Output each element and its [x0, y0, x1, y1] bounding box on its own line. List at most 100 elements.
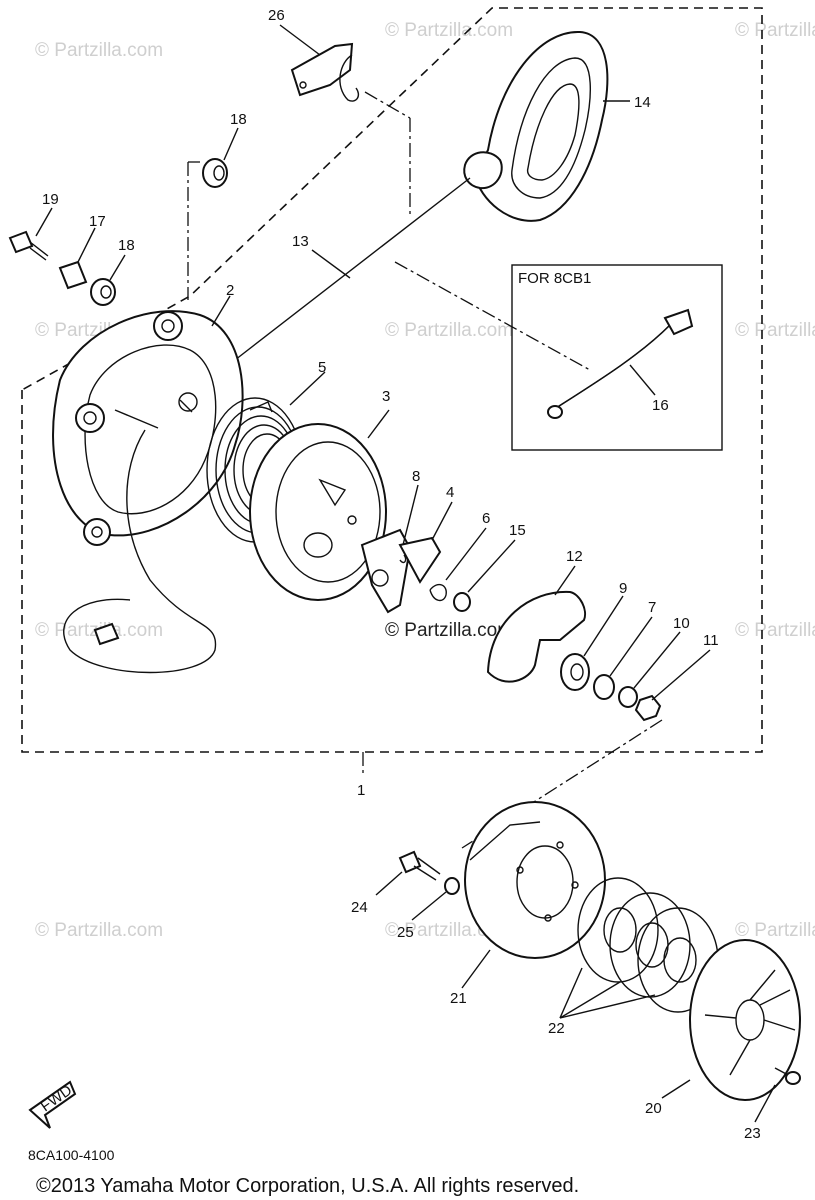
callout-leader	[554, 565, 576, 596]
callout-leader	[35, 207, 53, 237]
assembly-boundary	[21, 7, 763, 753]
drive-plate-part	[486, 590, 586, 683]
pawl-part	[360, 528, 412, 614]
washer-part	[453, 592, 471, 612]
spring-part	[429, 583, 447, 602]
nut-part	[634, 694, 662, 722]
callout-leader	[402, 484, 419, 546]
starter-handle-part	[463, 30, 609, 222]
wire-connector	[93, 622, 120, 646]
callout-leader	[633, 631, 681, 689]
friction-plate-part	[398, 536, 442, 584]
variant-inset-label: FOR 8CB1	[518, 270, 591, 287]
callout-leader	[559, 981, 621, 1019]
callout-6: 6	[482, 510, 490, 527]
callout-leader	[445, 527, 487, 581]
fwd-arrow-icon: FWD	[28, 1080, 77, 1129]
callout-leader	[651, 649, 711, 701]
callout-leader	[661, 1079, 691, 1099]
watermark-text: © Partzilla.com	[35, 920, 163, 941]
callout-20: 20	[645, 1100, 662, 1117]
callout-leader	[609, 616, 653, 677]
watermark-text-center: © Partzilla.com	[385, 620, 513, 641]
starter-case-part	[52, 310, 244, 546]
callout-leader	[754, 1084, 776, 1123]
callout-leader	[279, 24, 321, 56]
callout-leader	[461, 719, 663, 849]
callout-leader	[311, 249, 351, 279]
callout-4: 4	[446, 484, 454, 501]
callout-3: 3	[382, 388, 390, 405]
callout-leader	[629, 364, 656, 396]
callout-2: 2	[226, 282, 234, 299]
callout-leader	[461, 949, 491, 989]
sheave-drum-part	[249, 423, 387, 601]
callout-8: 8	[412, 468, 420, 485]
variant-inset-box	[511, 264, 723, 451]
bolt-part	[398, 850, 441, 881]
copyright-notice: ©2013 Yamaha Motor Corporation, U.S.A. A…	[36, 1175, 579, 1197]
callout-18: 18	[118, 237, 135, 254]
callout-leader	[364, 91, 411, 119]
watermark-text: © Partzilla.com	[385, 20, 513, 41]
callout-13: 13	[292, 233, 309, 250]
washer-part	[593, 674, 615, 700]
callout-25: 25	[397, 924, 414, 941]
bolt-part	[8, 230, 49, 261]
callout-21: 21	[450, 990, 467, 1007]
wire-loop	[63, 429, 217, 674]
starter-rope-part	[234, 177, 471, 361]
damper-part	[577, 877, 719, 1013]
callout-leader	[583, 595, 624, 657]
washer-part	[444, 877, 460, 895]
callout-10: 10	[673, 615, 690, 632]
screw-part	[774, 1067, 801, 1085]
callout-leader	[559, 967, 583, 1019]
callout-1: 1	[357, 782, 365, 799]
callout-14: 14	[634, 94, 651, 111]
callout-leader	[394, 261, 591, 371]
callout-26: 26	[268, 7, 285, 24]
callout-24: 24	[351, 899, 368, 916]
collar-part	[202, 158, 228, 188]
callout-12: 12	[566, 548, 583, 565]
callout-leader	[109, 254, 126, 281]
collar-part	[90, 278, 116, 306]
callout-23: 23	[744, 1125, 761, 1142]
callout-leader	[367, 409, 390, 439]
hook-bracket-part	[290, 42, 360, 102]
bushing-part	[58, 260, 88, 290]
watermark-text: © Partzilla.com	[735, 320, 815, 341]
watermark-text: © Partzilla.com	[735, 20, 815, 41]
callout-7: 7	[648, 599, 656, 616]
callout-22: 22	[548, 1020, 565, 1037]
callout-16: 16	[652, 397, 669, 414]
callout-11: 11	[703, 632, 719, 649]
callout-labels: 1 2 3 4 5 6 7 8 9 10 11 12 13 14 15 16 1…	[42, 7, 761, 1142]
callout-leader	[431, 501, 453, 541]
callout-leader	[211, 295, 231, 327]
callout-9: 9	[619, 580, 627, 597]
watermark-text: © Partzilla.com	[735, 920, 815, 941]
callout-leader	[375, 871, 403, 896]
callout-15: 15	[509, 522, 526, 539]
callout-17: 17	[89, 213, 106, 230]
callout-18: 18	[230, 111, 247, 128]
bearing-part	[560, 653, 590, 691]
pawl-spring-part	[399, 554, 407, 564]
watermark-text: © Partzilla.com	[385, 320, 513, 341]
callout-5: 5	[318, 359, 326, 376]
callout-leader	[77, 227, 96, 263]
callout-leader	[289, 371, 326, 406]
callout-leader	[411, 891, 447, 921]
callout-19: 19	[42, 191, 59, 208]
drive-pulley-part	[464, 801, 606, 959]
watermark-text: © Partzilla.com	[35, 40, 163, 61]
diagram-code: 8CA100-4100	[28, 1147, 115, 1163]
callout-leader	[467, 539, 516, 593]
inset-rope-part	[547, 308, 694, 419]
lock-washer-part	[618, 686, 638, 708]
callout-leader	[559, 994, 656, 1019]
